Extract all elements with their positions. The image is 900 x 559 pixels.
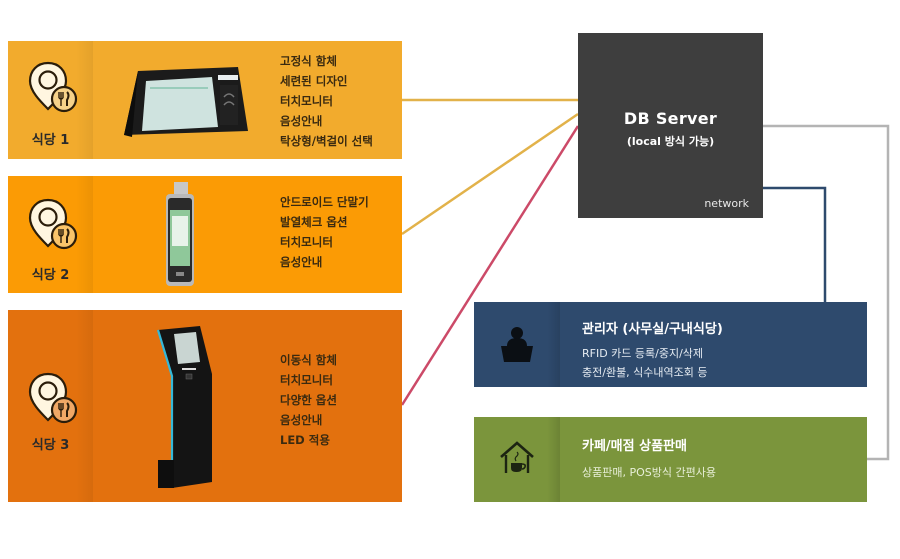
desktop-kiosk-image — [124, 67, 248, 137]
feature-item: 음성안내 — [280, 413, 323, 427]
site-label: 식당 2 — [31, 268, 70, 283]
feature-item: 음성안내 — [280, 255, 323, 269]
cafe-house-icon — [500, 441, 534, 473]
admin-desc-line: RFID 카드 등록/중지/삭제 — [582, 347, 704, 360]
person-laptop-icon — [501, 327, 533, 362]
admin-desc-line: 충전/환불, 식수내역조회 등 — [582, 366, 708, 379]
db-server-title: DB Server — [623, 109, 718, 128]
feature-item: LED 적용 — [280, 433, 330, 447]
admin-box: 관리자 (사무실/구내식당) RFID 카드 등록/중지/삭제 충전/환불, 식… — [474, 302, 867, 387]
wire-site3 — [400, 125, 580, 406]
cafe-desc-line: 상품판매, POS방식 간편사용 — [582, 466, 716, 479]
restaurant-location-pin-icon — [28, 61, 78, 113]
standing-kiosk-image — [156, 326, 212, 488]
admin-title: 관리자 (사무실/구내식당) — [582, 322, 723, 337]
feature-item: 발열체크 옵션 — [280, 215, 348, 229]
feature-list: 이동식 함체 터치모니터 다양한 옵션 음성안내 LED 적용 — [280, 350, 337, 450]
restaurant-location-pin-icon — [28, 198, 78, 250]
restaurant-location-pin-icon — [28, 372, 78, 424]
feature-item: 세련된 디자인 — [280, 74, 348, 88]
site-panel-3: 식당 3 이동식 함체 터치모니터 다양한 옵션 음성안내 LED 적용 — [8, 310, 402, 502]
site-label: 식당 3 — [31, 438, 70, 453]
feature-item: 탁상형/벽걸이 선택 — [280, 134, 373, 148]
db-server-box: DB Server (local 방식 가능) network — [578, 33, 763, 218]
cafe-icon-column — [474, 417, 560, 502]
db-server-subtitle: (local 방식 가능) — [626, 135, 715, 148]
feature-item: 고정식 함체 — [280, 54, 337, 68]
feature-item: 음성안내 — [280, 114, 323, 128]
network-label: network — [704, 197, 749, 210]
wire-admin — [763, 186, 827, 302]
feature-item: 터치모니터 — [280, 373, 333, 387]
site-panel-1: 식당 1 고정식 함체 세련된 디자인 터치모니터 음성안내 탁상형/벽걸이 선… — [8, 41, 402, 159]
feature-item: 다양한 옵션 — [280, 393, 337, 407]
feature-item: 이동식 함체 — [280, 353, 337, 367]
cafe-box: 카페/매점 상품판매 상품판매, POS방식 간편사용 — [474, 417, 867, 502]
cafe-description: 상품판매, POS방식 간편사용 — [582, 463, 716, 482]
cafe-title: 카페/매점 상품판매 — [582, 439, 687, 454]
android-terminal-image — [166, 182, 194, 286]
site-panel-2: 식당 2 안드로이드 단말기 발열체크 옵션 터치모니터 음성안내 — [8, 176, 402, 293]
wire-site2 — [401, 112, 579, 236]
wire-cafe — [763, 124, 890, 461]
admin-description: RFID 카드 등록/중지/삭제 충전/환불, 식수내역조회 등 — [582, 344, 708, 382]
feature-list: 안드로이드 단말기 발열체크 옵션 터치모니터 음성안내 — [280, 192, 369, 272]
site-label: 식당 1 — [31, 133, 70, 148]
feature-item: 터치모니터 — [280, 94, 333, 108]
feature-item: 터치모니터 — [280, 235, 333, 249]
feature-item: 안드로이드 단말기 — [280, 195, 369, 209]
feature-list: 고정식 함체 세련된 디자인 터치모니터 음성안내 탁상형/벽걸이 선택 — [280, 51, 373, 151]
